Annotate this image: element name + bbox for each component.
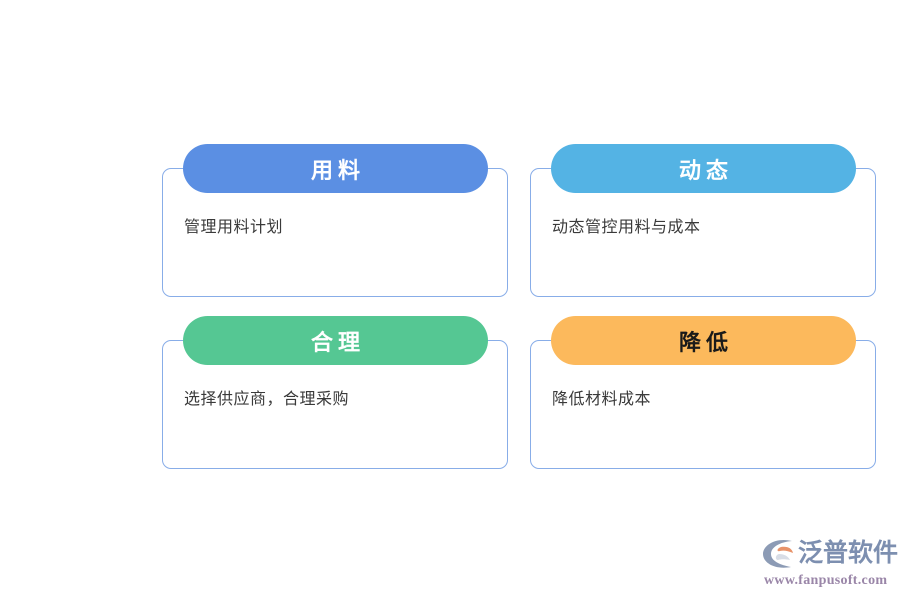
brand-url: www.fanpusoft.com: [764, 573, 888, 588]
fanpu-swoosh-logo-icon: [763, 539, 793, 568]
brand-watermark: 泛普软件 www.fanpusoft.com: [762, 534, 898, 592]
brand-logo-row: 泛普软件: [762, 534, 898, 572]
feature-card-description: 动态管控用料与成本: [552, 219, 701, 236]
feature-card-title: 动态: [678, 157, 733, 183]
feature-card-description: 选择供应商，合理采购: [184, 391, 350, 408]
feature-card-description: 降低材料成本: [552, 391, 652, 408]
feature-card-title: 合理: [310, 329, 365, 355]
feature-card-title-pill-heli[interactable]: 合理: [183, 316, 488, 365]
feature-card-description: 管理用料计划: [184, 219, 284, 236]
brand-name: 泛普软件: [798, 538, 899, 567]
feature-card-title-pill-dongtai[interactable]: 动态: [551, 144, 856, 193]
feature-card-title: 降低: [678, 329, 733, 355]
feature-card-grid: 管理用料计划 用料 动态管控用料与成本 动态 选择供应商，合理采购 合理 降低材…: [162, 144, 876, 469]
feature-card-title-pill-yongliao[interactable]: 用料: [183, 144, 488, 193]
feature-card-title: 用料: [310, 157, 365, 183]
feature-card-title-pill-jiangdi[interactable]: 降低: [551, 316, 856, 365]
